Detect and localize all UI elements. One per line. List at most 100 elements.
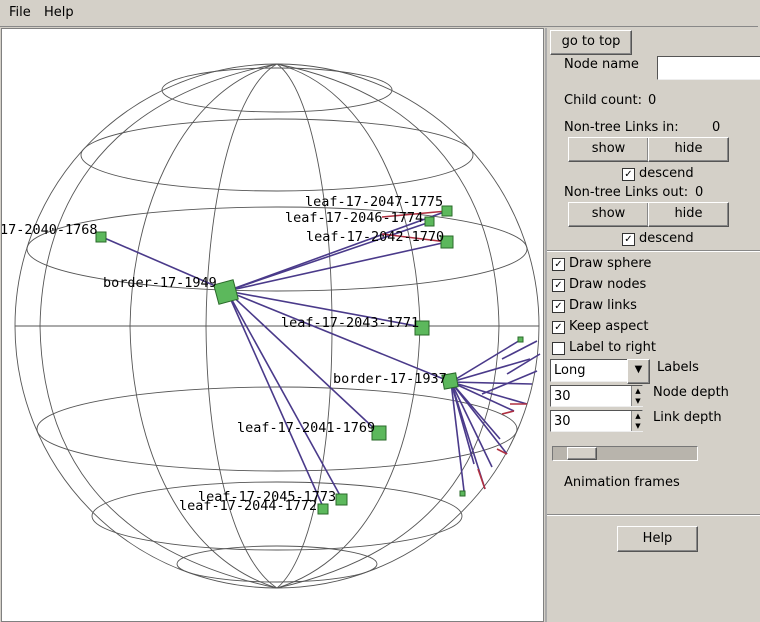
hide-links-out-button[interactable]: hide (648, 202, 729, 227)
link (450, 381, 515, 412)
node[interactable] (441, 372, 459, 390)
link (226, 290, 325, 510)
link (450, 338, 523, 383)
node-labels: 17-2040-1768 border-17-1949 leaf-17-2047… (2, 194, 447, 514)
node-label: border-17-1949 (103, 275, 217, 291)
node-label: leaf-17-2044-1772 (179, 498, 317, 514)
go-to-top-button[interactable]: go to top (550, 30, 632, 55)
link (450, 381, 528, 405)
link-depth-label: Link depth (653, 410, 722, 425)
node-depth-input[interactable]: 30 (550, 385, 643, 407)
link (226, 241, 448, 292)
node[interactable] (517, 336, 524, 343)
node-name-input[interactable] (657, 56, 760, 80)
draw-sphere-label: Draw sphere (569, 256, 652, 271)
link (226, 290, 423, 328)
labels-label: Labels (657, 360, 699, 375)
descend-in-label: descend (639, 166, 694, 181)
link (496, 448, 508, 455)
link (381, 233, 448, 243)
node[interactable] (335, 493, 348, 506)
longitude-line (39, 63, 278, 589)
labels-dropdown-arrow-icon[interactable]: ▼ (627, 359, 650, 384)
show-links-in-button[interactable]: show (568, 137, 649, 162)
longitude-line (276, 63, 333, 589)
node[interactable] (424, 216, 435, 227)
link (477, 468, 486, 490)
draw-links-checkbox[interactable]: ✓ (552, 300, 565, 313)
animation-frames-slider[interactable] (552, 446, 698, 461)
link (501, 340, 538, 360)
descend-out-checkbox[interactable]: ✓ (622, 233, 635, 246)
node-depth-spinner-icon[interactable]: ▲▼ (631, 386, 644, 406)
graph-links (101, 210, 541, 510)
keep-aspect-checkbox[interactable]: ✓ (552, 321, 565, 334)
node[interactable] (213, 279, 239, 305)
node[interactable] (371, 425, 387, 441)
longitude-line (205, 63, 278, 589)
node[interactable] (459, 490, 466, 497)
control-panel: go to top Node name Child count: 0 Non-t… (545, 28, 760, 622)
draw-nodes-checkbox[interactable]: ✓ (552, 279, 565, 292)
separator (547, 514, 760, 516)
draw-sphere-checkbox[interactable]: ✓ (552, 258, 565, 271)
link (101, 236, 228, 292)
hide-links-in-button[interactable]: hide (648, 137, 729, 162)
node[interactable] (440, 235, 454, 249)
node-label: leaf-17-2042-1770 (306, 229, 444, 245)
node[interactable] (95, 231, 107, 243)
link-depth-value: 30 (554, 414, 571, 429)
label-to-right-checkbox[interactable] (552, 342, 565, 355)
node[interactable] (317, 503, 329, 515)
show-links-out-button[interactable]: show (568, 202, 649, 227)
node-label: 17-2040-1768 (2, 222, 98, 238)
help-button[interactable]: Help (617, 526, 698, 552)
link (450, 381, 508, 455)
link (226, 210, 448, 292)
node-depth-label: Node depth (653, 385, 729, 400)
node-label: leaf-17-2043-1771 (281, 315, 419, 331)
labels-select[interactable]: Long (550, 359, 648, 382)
child-count-value: 0 (648, 93, 657, 108)
link (450, 381, 465, 492)
animation-frames-slider-handle[interactable] (567, 447, 597, 460)
link-tips (381, 210, 527, 490)
sphere-graph[interactable]: 17-2040-1768 border-17-1949 leaf-17-2047… (2, 29, 543, 621)
latitude-line (36, 386, 518, 472)
menu-help[interactable]: Help (44, 5, 74, 20)
latitude-line (161, 67, 393, 113)
node-depth-value: 30 (554, 389, 571, 404)
longitude-line (129, 63, 278, 589)
node-label: leaf-17-2041-1769 (237, 420, 375, 436)
node[interactable] (414, 320, 430, 336)
link (226, 290, 380, 434)
menu-file[interactable]: File (9, 5, 31, 20)
link (381, 210, 448, 218)
graph-canvas[interactable]: 17-2040-1768 border-17-1949 leaf-17-2047… (1, 28, 544, 622)
longitude-line (276, 63, 500, 589)
latitude-line (80, 118, 474, 192)
links-in-label: Non-tree Links in: (564, 120, 679, 135)
keep-aspect-label: Keep aspect (569, 319, 649, 334)
latitude-line (26, 206, 528, 292)
descend-in-checkbox[interactable]: ✓ (622, 168, 635, 181)
node-label: border-17-1937 (333, 371, 447, 387)
link (501, 410, 515, 415)
descend-out-label: descend (639, 231, 694, 246)
node-label: leaf-17-2045-1773 (198, 489, 336, 505)
link-depth-spinner-icon[interactable]: ▲▼ (631, 411, 644, 431)
labels-select-value: Long (554, 363, 586, 378)
link (450, 381, 533, 385)
node-label: leaf-17-2047-1775 (305, 194, 443, 210)
link (450, 358, 531, 383)
draw-nodes-label: Draw nodes (569, 277, 647, 292)
link-depth-input[interactable]: 30 (550, 410, 643, 432)
node-label: leaf-17-2046-1774 (285, 210, 423, 226)
menubar: File Help (0, 0, 758, 27)
link (226, 290, 343, 500)
link (481, 370, 538, 395)
links-out-value: 0 (695, 185, 704, 200)
node[interactable] (441, 205, 453, 217)
link (226, 221, 431, 292)
latitude-line (176, 545, 378, 583)
